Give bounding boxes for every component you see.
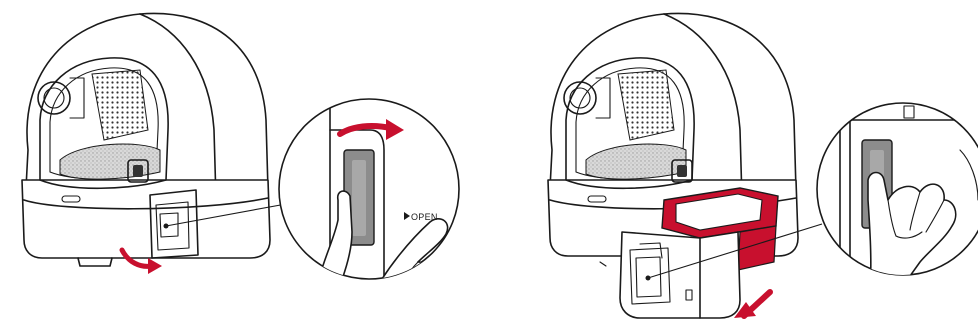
open-label: OPEN bbox=[411, 212, 438, 222]
callout-circle-1: OPEN bbox=[279, 99, 459, 300]
litter-box-unit-2 bbox=[548, 13, 822, 318]
litter-box-unit-1 bbox=[22, 13, 286, 274]
step-2-pull-out-drawer bbox=[548, 13, 978, 318]
callout-circle-2 bbox=[817, 100, 978, 290]
step-1-slide-latch: OPEN bbox=[22, 13, 459, 300]
rotate-arrow-head bbox=[148, 258, 162, 274]
